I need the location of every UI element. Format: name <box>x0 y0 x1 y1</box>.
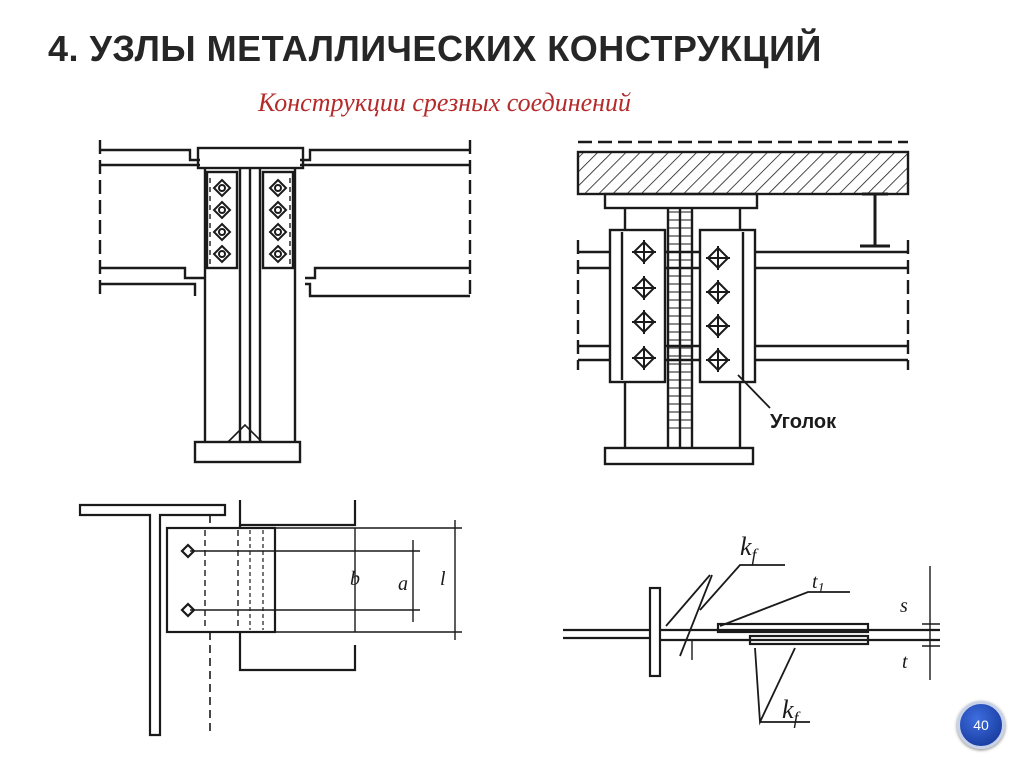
label-t1: t1 <box>812 571 825 596</box>
slide-title: 4. УЗЛЫ МЕТАЛЛИЧЕСКИХ КОНСТРУКЦИЙ <box>48 28 822 69</box>
dim-b: b <box>350 568 360 590</box>
dim-l: l <box>440 568 446 590</box>
slide-subtitle: Конструкции срезных соединений <box>258 88 632 117</box>
dim-s: s <box>900 595 908 617</box>
label-kf-bottom: kf <box>782 695 802 728</box>
drawing-angle-dimensions <box>78 500 462 737</box>
dim-a: a <box>398 573 408 595</box>
label-angle: Уголок <box>770 411 837 433</box>
drawing-weld-detail <box>563 564 940 726</box>
drawing-slab-connection <box>576 140 910 466</box>
dim-t: t <box>902 651 908 673</box>
label-kf-top: kf <box>740 532 760 565</box>
drawing-bolts-left <box>209 178 291 265</box>
page-number-badge[interactable]: 40 <box>957 701 1005 749</box>
drawing-beam-column-angles <box>98 140 472 464</box>
drawing-bolts-right <box>632 240 730 372</box>
